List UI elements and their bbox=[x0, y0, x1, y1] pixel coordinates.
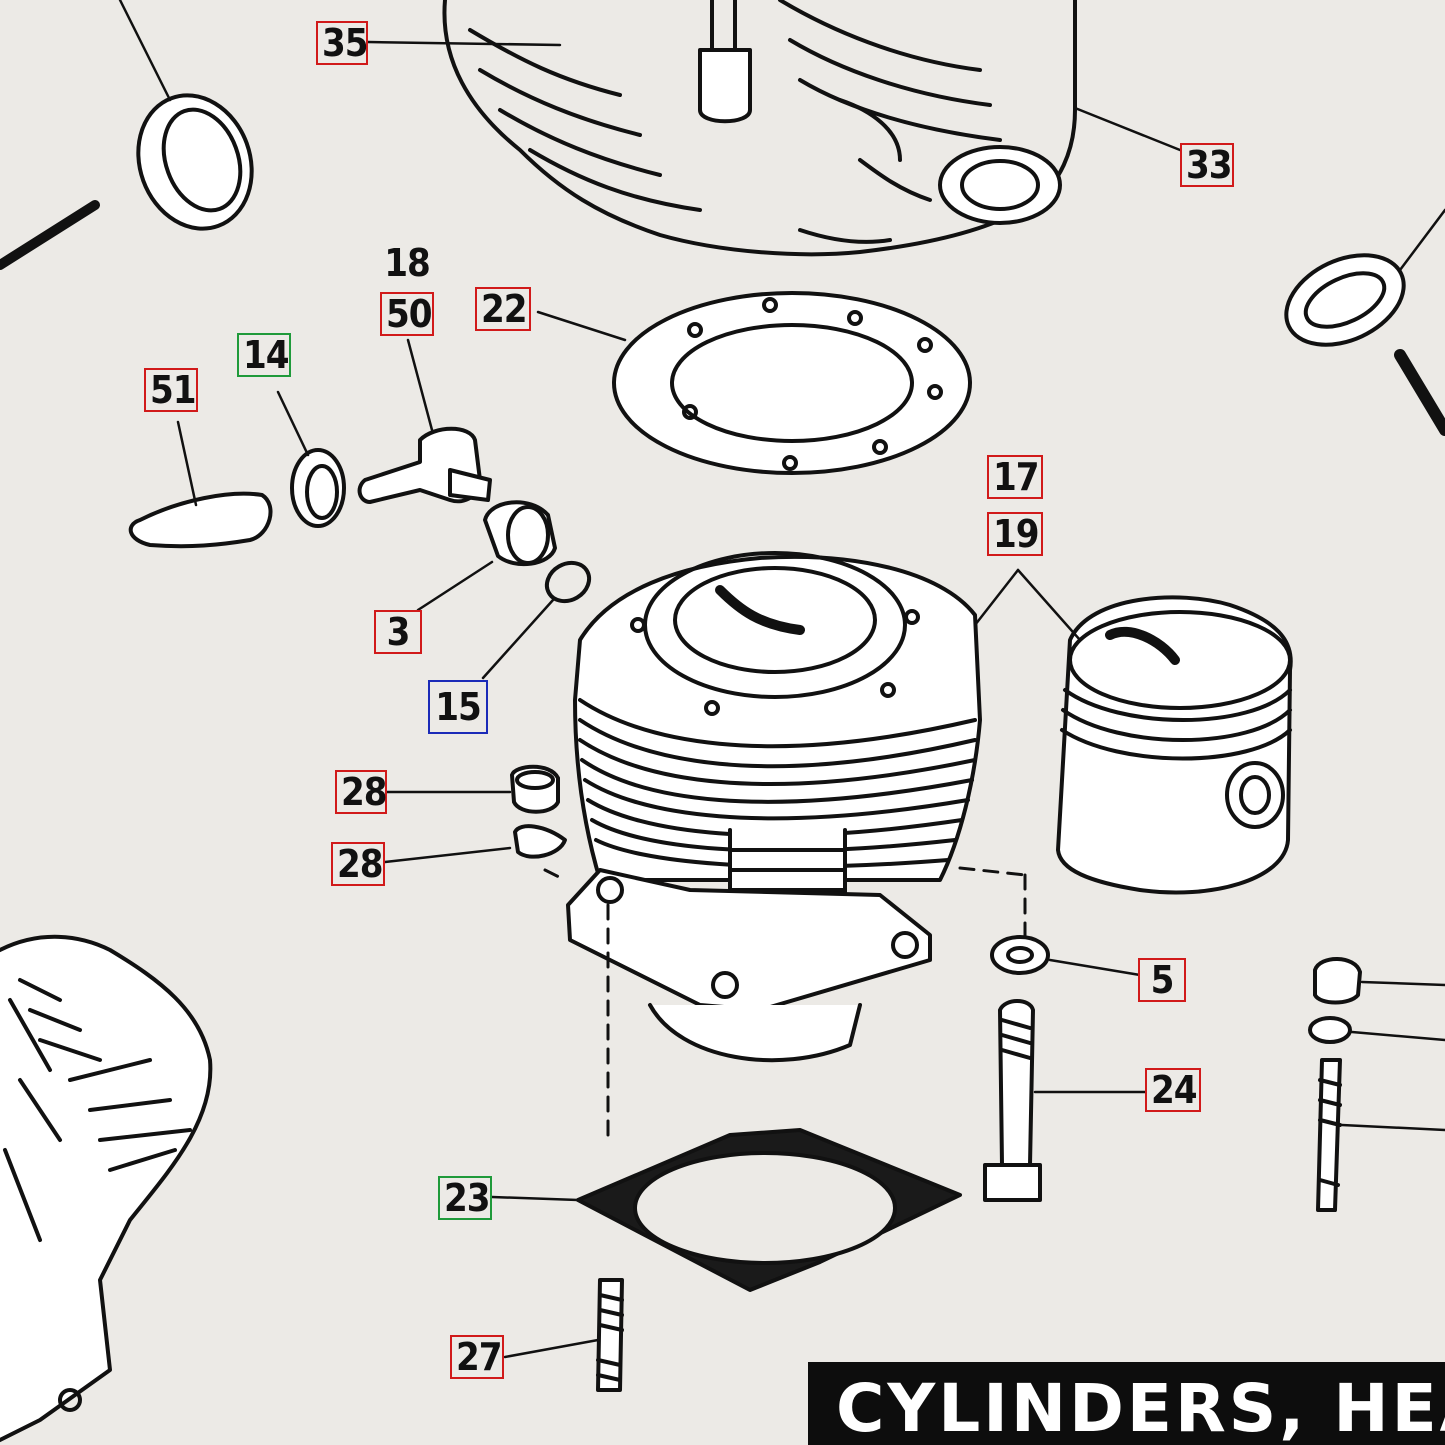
bolt-drawing bbox=[983, 999, 1042, 1202]
callout-19: 19 bbox=[987, 512, 1043, 556]
callout-18: 18 bbox=[380, 243, 434, 283]
crankcase-drawing bbox=[0, 934, 213, 1442]
section-title: CYLINDERS, HEA bbox=[836, 1370, 1445, 1445]
callout-3: 3 bbox=[374, 610, 422, 654]
hose-drawing bbox=[128, 491, 273, 549]
lock-washer-drawing bbox=[513, 824, 567, 859]
right-side-parts-drawing bbox=[1308, 957, 1445, 1212]
small-nut-drawing bbox=[510, 764, 560, 814]
callout-51: 51 bbox=[144, 368, 198, 412]
section-title-banner: CYLINDERS, HEA bbox=[808, 1362, 1445, 1445]
callout-15: 15 bbox=[428, 680, 488, 734]
elbow-fitting-drawing bbox=[357, 426, 492, 504]
cylinder-head-drawing bbox=[442, 0, 1077, 257]
alignment-lines bbox=[543, 866, 1027, 1142]
seal-ring-right-drawing bbox=[1284, 208, 1445, 436]
base-gasket-drawing bbox=[576, 1128, 962, 1292]
leader-lines bbox=[176, 40, 1182, 1359]
nut-drawing bbox=[483, 500, 557, 567]
head-gasket-drawing bbox=[612, 291, 972, 475]
callout-22: 22 bbox=[475, 287, 531, 331]
o-ring-drawing bbox=[544, 560, 592, 604]
callout-33: 33 bbox=[1180, 143, 1234, 187]
callout-17: 17 bbox=[987, 455, 1043, 499]
washer-drawing bbox=[990, 935, 1050, 975]
callout-28-nut: 28 bbox=[335, 770, 388, 814]
callout-28-washer: 28 bbox=[331, 842, 385, 886]
cylinder-drawing bbox=[566, 551, 982, 1063]
callout-14: 14 bbox=[237, 333, 291, 377]
piston-drawing bbox=[1056, 595, 1293, 895]
callout-27: 27 bbox=[450, 1335, 504, 1379]
callout-24: 24 bbox=[1145, 1068, 1201, 1112]
callout-50: 50 bbox=[380, 292, 434, 336]
callout-23: 23 bbox=[438, 1176, 492, 1220]
callout-5: 5 bbox=[1138, 958, 1186, 1002]
callout-35: 35 bbox=[316, 21, 369, 65]
hose-clamp-drawing bbox=[290, 448, 346, 528]
stud-drawing bbox=[596, 1278, 624, 1392]
seal-ring-left-drawing bbox=[0, 0, 254, 270]
